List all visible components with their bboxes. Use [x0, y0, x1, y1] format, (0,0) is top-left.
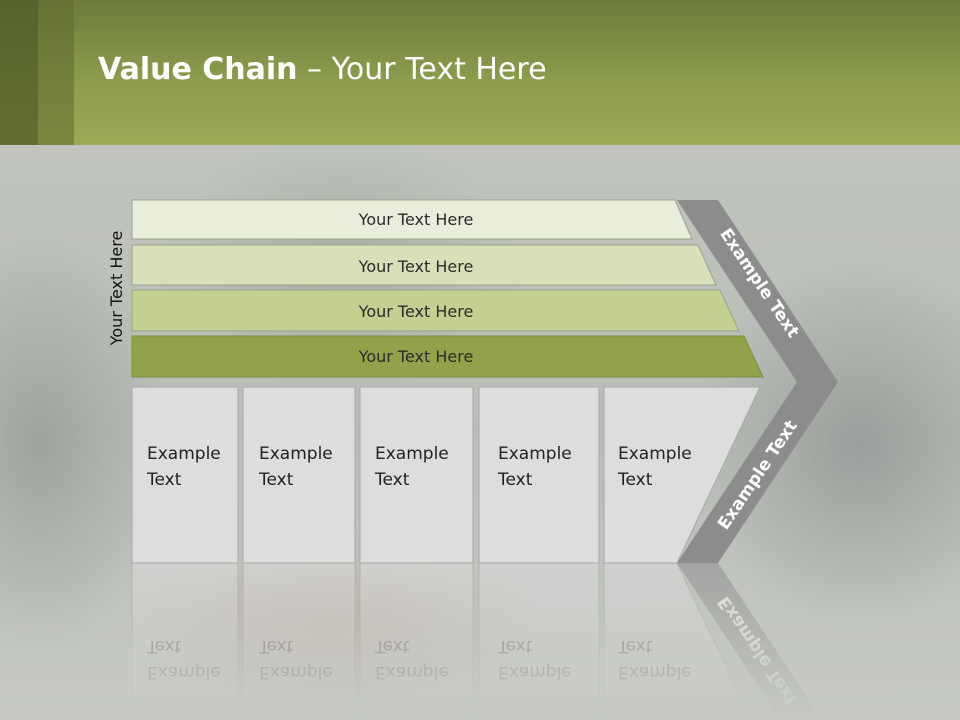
bar-3: [131, 289, 740, 332]
cell-2-line2: Text: [258, 470, 294, 490]
cell-5-line1: Example: [618, 444, 692, 464]
bar-3-label: Your Text Here: [358, 302, 474, 321]
title-rest: – Your Text Here: [297, 52, 547, 87]
diagram-reflection: Example Text Example Text Example Text E…: [131, 562, 823, 720]
slide-title: Value Chain – Your Text Here: [98, 52, 547, 87]
cell-5-line2: Text: [617, 470, 653, 490]
cell-1-line2: Text: [146, 470, 182, 490]
cell-5-reflection-line2: Text: [617, 636, 653, 656]
slide-header: Value Chain – Your Text Here: [0, 0, 960, 145]
cell-4-reflection-line1: Example: [498, 662, 572, 682]
bar-4: [131, 335, 764, 378]
cell-3-reflection: [359, 562, 474, 720]
title-bold: Value Chain: [98, 52, 298, 87]
cell-1-reflection-line2: Text: [146, 636, 182, 656]
cell-3-reflection-line2: Text: [374, 636, 410, 656]
cell-5-reflection-line1: Example: [618, 662, 692, 682]
cell-2-reflection-line1: Example: [259, 662, 333, 682]
cell-2: [242, 386, 356, 564]
cell-2-line1: Example: [259, 444, 333, 464]
bar-1-label: Your Text Here: [358, 210, 474, 229]
bar-1: [131, 199, 693, 240]
cell-2-reflection-line2: Text: [258, 636, 294, 656]
chevron-lower-reflection: [677, 563, 823, 720]
cell-4-reflection-line2: Text: [497, 636, 533, 656]
cell-3-reflection-line1: Example: [375, 662, 449, 682]
bars-group: Your Text Here Your Text Here Your Text …: [131, 199, 764, 378]
side-label: Your Text Here: [107, 231, 126, 347]
cell-3-line1: Example: [375, 444, 449, 464]
cell-4-line1: Example: [498, 444, 572, 464]
cell-1-reflection-line1: Example: [147, 662, 221, 682]
cell-1: [131, 386, 239, 564]
bar-2-label: Your Text Here: [358, 257, 474, 276]
chevron-lower: [677, 382, 838, 563]
header-accent-band-light: [38, 0, 74, 145]
cell-2-reflection: [242, 562, 356, 720]
cell-4-line2: Text: [497, 470, 533, 490]
cell-4: [478, 386, 600, 564]
bar-2: [131, 244, 717, 286]
cells-group: Example Text Example Text Example Text E…: [131, 386, 761, 564]
cell-3: [359, 386, 474, 564]
chevron-upper: [677, 200, 838, 382]
cell-1-reflection: [131, 562, 239, 720]
cell-4-reflection: [478, 562, 600, 720]
cell-1-line1: Example: [147, 444, 221, 464]
header-accent-band: [0, 0, 38, 145]
bar-4-label: Your Text Here: [358, 347, 474, 366]
cell-3-line2: Text: [374, 470, 410, 490]
